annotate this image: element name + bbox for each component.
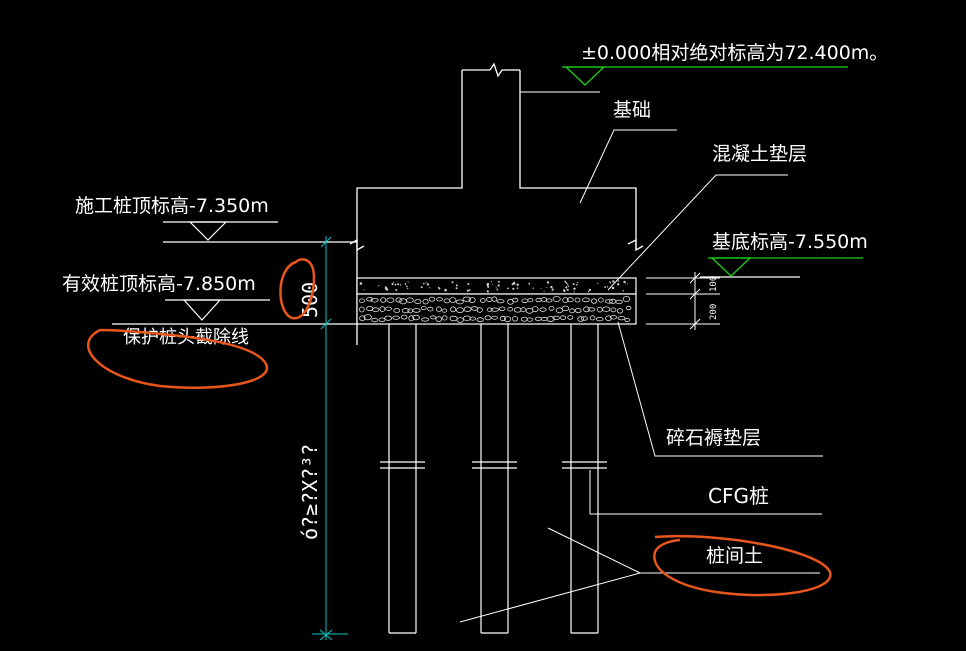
green-elevation-markers [562, 66, 863, 277]
soil-between-piles-label: 桩间土 [706, 545, 763, 567]
construction-pile-top-marker [188, 221, 228, 241]
soil-leader-lower [459, 572, 641, 623]
cushion-layers [356, 277, 637, 325]
concrete-thickness-dimension: 100 [709, 276, 719, 292]
cfg-pile-label: CFG桩 [708, 484, 769, 508]
gravel-cushion-leader [617, 321, 823, 457]
annotation-circle-soil [653, 534, 832, 597]
gravel-thickness-dimension: 200 [709, 304, 719, 320]
effective-pile-top-label: 有效桩顶标高-7.850m [62, 273, 256, 295]
hand-annotations [87, 258, 832, 597]
cfg-pile-1 [380, 324, 425, 634]
concrete-texture [359, 280, 629, 293]
gravel-texture [358, 295, 632, 323]
base-bottom-label: 基底标高-7.550m [712, 231, 868, 253]
thickness-dimensions [646, 272, 720, 330]
cfg-pile-3 [562, 324, 607, 634]
pile-length-text: ó?≥?X?³? [298, 444, 322, 540]
cfg-piles [380, 324, 607, 634]
cfg-pile-2 [472, 324, 517, 634]
foundation-leader [579, 129, 677, 204]
gravel-cushion-label: 碎石褥垫层 [666, 427, 761, 449]
datum-note: ±0.000相对绝对标高为72.400m。 [581, 42, 888, 64]
effective-pile-top-marker [182, 299, 222, 321]
datum-elevation-marker [564, 66, 606, 86]
annotation-circle-500 [279, 258, 316, 320]
concrete-cushion-leader [607, 174, 788, 291]
concrete-cushion-layer [356, 277, 637, 295]
pile-length-dimension [312, 236, 348, 641]
elevation-lines [112, 221, 800, 325]
foundation-label: 基础 [613, 99, 651, 121]
annotation-circle-cut-line [87, 328, 269, 389]
construction-pile-top-label: 施工桩顶标高-7.350m [75, 195, 269, 217]
concrete-cushion-label: 混凝土垫层 [712, 143, 807, 165]
soil-leader-upper [547, 527, 641, 574]
leader-lines [459, 91, 823, 623]
base-bottom-marker [710, 257, 752, 277]
